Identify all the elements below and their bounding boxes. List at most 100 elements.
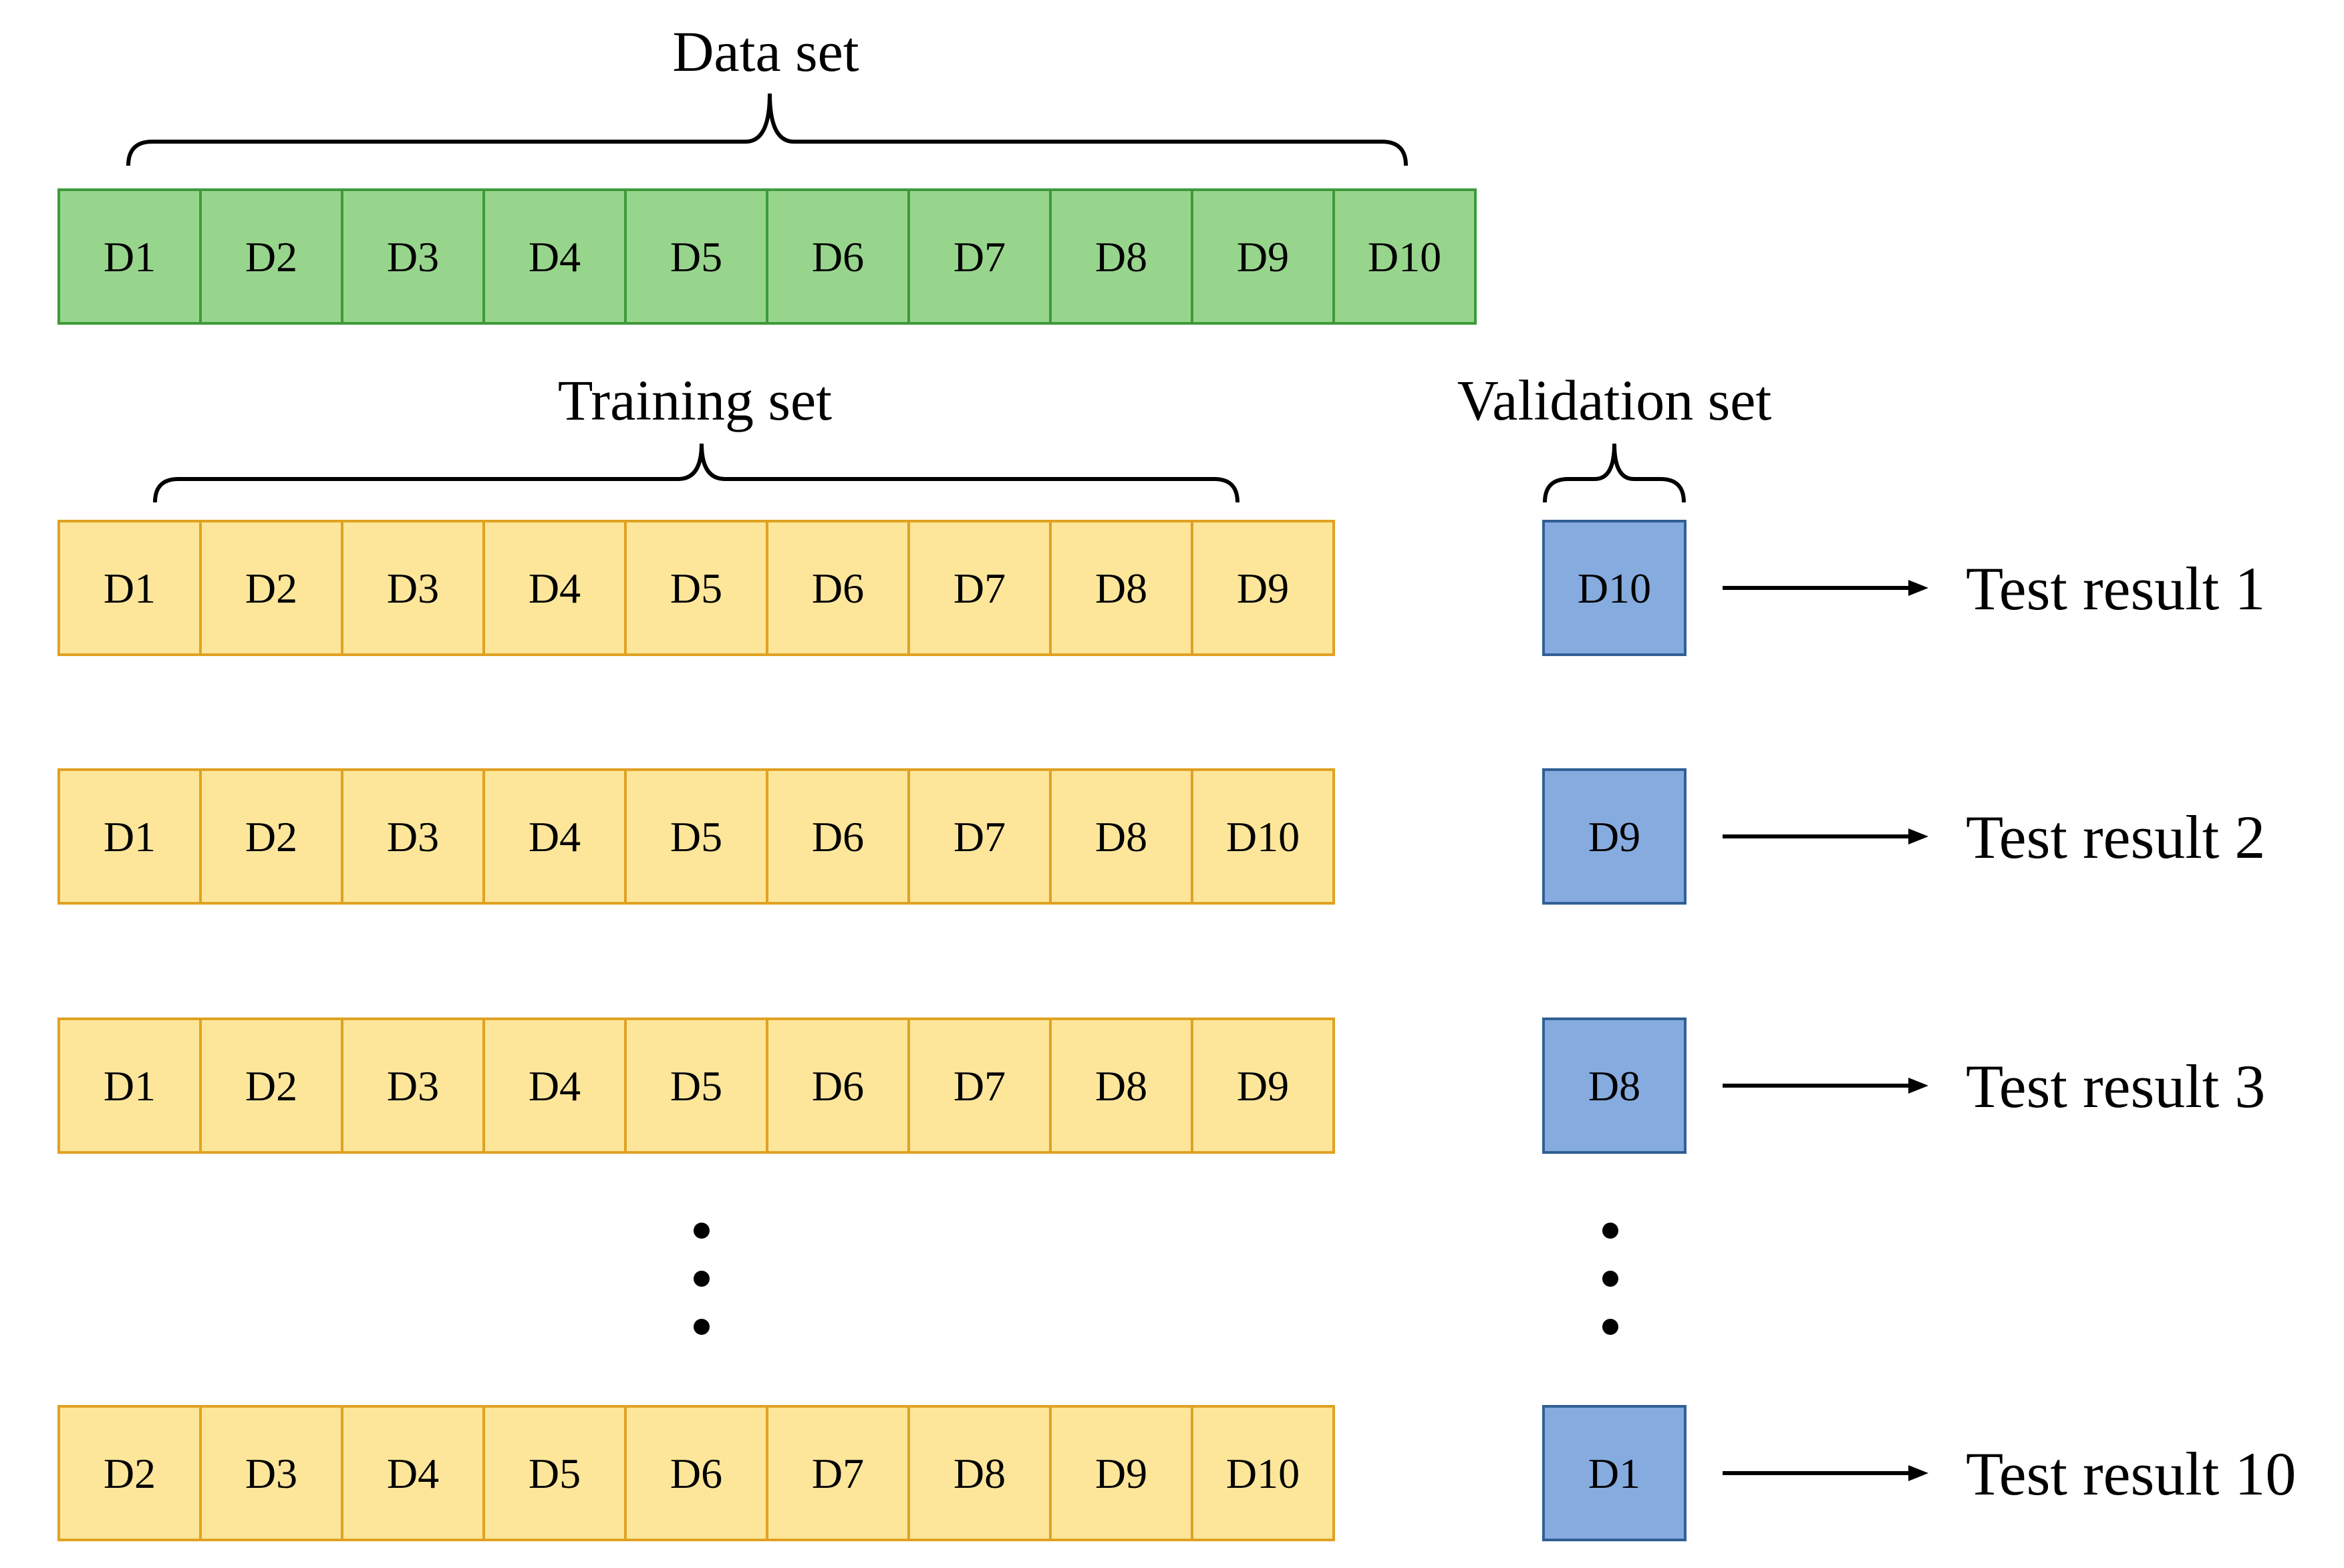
training-cell-label: D3	[245, 1450, 297, 1497]
training-cell: D10	[1191, 768, 1335, 905]
training-cell-box	[57, 520, 202, 656]
training-cell-label: D6	[812, 565, 864, 612]
test-result-label: Test result 2	[1966, 803, 2265, 871]
training-cell: D9	[1191, 1017, 1335, 1154]
training-cell-box	[624, 1405, 768, 1541]
validation-cell-label: D8	[1588, 1062, 1640, 1110]
data-set-brace	[126, 93, 1408, 166]
training-cell-box	[624, 520, 768, 656]
training-cell: D10	[1191, 1405, 1335, 1541]
validation-cell-box	[1542, 1405, 1687, 1541]
training-cell-box	[482, 768, 627, 905]
training-cell-box	[341, 520, 485, 656]
training-cell-label: D1	[104, 565, 156, 612]
training-cell-label: D4	[529, 565, 581, 612]
validation-cell: D10	[1542, 520, 1687, 656]
data-cell-box	[766, 188, 910, 325]
training-cell: D4	[482, 768, 627, 905]
data-cell-label: D2	[245, 233, 297, 281]
training-cell-box	[1191, 1017, 1335, 1154]
training-set-title: Training set	[558, 368, 832, 432]
validation-cell-box	[1542, 1017, 1687, 1154]
data-cell: D5	[624, 188, 768, 325]
training-cell: D6	[766, 1017, 910, 1154]
training-cell-label: D7	[954, 1062, 1006, 1110]
training-cell-label: D9	[1237, 565, 1289, 612]
training-cell-label: D8	[1095, 1062, 1147, 1110]
training-cell-box	[624, 768, 768, 905]
training-cell: D4	[341, 1405, 485, 1541]
training-cell: D8	[1049, 768, 1193, 905]
training-cell: D8	[907, 1405, 1052, 1541]
data-cell-label: D7	[954, 233, 1006, 281]
training-cell: D3	[341, 520, 485, 656]
training-cell-label: D6	[670, 1450, 722, 1497]
training-cell-label: D4	[529, 1062, 581, 1110]
training-cell-label: D7	[954, 813, 1006, 860]
training-cell-box	[341, 1017, 485, 1154]
data-cell: D8	[1049, 188, 1193, 325]
training-cell-box	[57, 1405, 202, 1541]
data-cell-box	[907, 188, 1052, 325]
validation-cell: D8	[1542, 1017, 1687, 1154]
training-cell: D9	[1191, 520, 1335, 656]
training-cell-box	[482, 520, 627, 656]
training-cell: D7	[907, 768, 1052, 905]
data-cell-box	[482, 188, 627, 325]
data-cell-label: D4	[529, 233, 581, 281]
training-cell: D2	[199, 520, 343, 656]
data-cell-label: D8	[1095, 233, 1147, 281]
data-cell: D9	[1191, 188, 1335, 325]
training-cell: D3	[199, 1405, 343, 1541]
ellipsis-validation	[1602, 1223, 1618, 1335]
validation-cell-label: D1	[1588, 1450, 1640, 1497]
training-cell-box	[341, 768, 485, 905]
training-cell: D1	[57, 768, 202, 905]
training-cell-box	[1191, 1405, 1335, 1541]
training-cell-label: D10	[1226, 813, 1300, 860]
validation-cell-label: D9	[1588, 813, 1640, 860]
data-cell: D2	[199, 188, 343, 325]
ellipsis-dot	[1602, 1319, 1618, 1335]
training-cell: D3	[341, 1017, 485, 1154]
test-result-label: Test result 10	[1966, 1440, 2296, 1508]
data-cell: D1	[57, 188, 202, 325]
training-cell-label: D4	[529, 813, 581, 860]
training-cell-box	[907, 520, 1052, 656]
training-cell: D2	[199, 1017, 343, 1154]
training-cell: D6	[624, 1405, 768, 1541]
data-cell-label: D1	[104, 233, 156, 281]
training-cell: D7	[907, 1017, 1052, 1154]
training-cell-label: D9	[1237, 1062, 1289, 1110]
training-set-brace	[153, 443, 1239, 503]
training-cell: D5	[624, 520, 768, 656]
validation-set-title: Validation set	[1457, 368, 1772, 432]
training-cell-label: D10	[1226, 1450, 1300, 1497]
validation-cell-box	[1542, 768, 1687, 905]
training-cell-box	[341, 1405, 485, 1541]
arrow-head	[1908, 580, 1928, 596]
training-cell-label: D5	[670, 813, 722, 860]
training-cell-box	[624, 1017, 768, 1154]
training-cell-box	[766, 768, 910, 905]
training-cell: D4	[482, 520, 627, 656]
ellipsis-dot	[1602, 1271, 1618, 1287]
training-cell-label: D3	[387, 565, 439, 612]
ellipsis-dot	[1602, 1223, 1618, 1239]
data-cell-label: D6	[812, 233, 864, 281]
training-cell-box	[1191, 768, 1335, 905]
training-cell: D7	[766, 1405, 910, 1541]
training-cell-label: D4	[387, 1450, 439, 1497]
training-cell: D8	[1049, 520, 1193, 656]
training-cell-box	[1049, 520, 1193, 656]
training-cell: D6	[766, 768, 910, 905]
